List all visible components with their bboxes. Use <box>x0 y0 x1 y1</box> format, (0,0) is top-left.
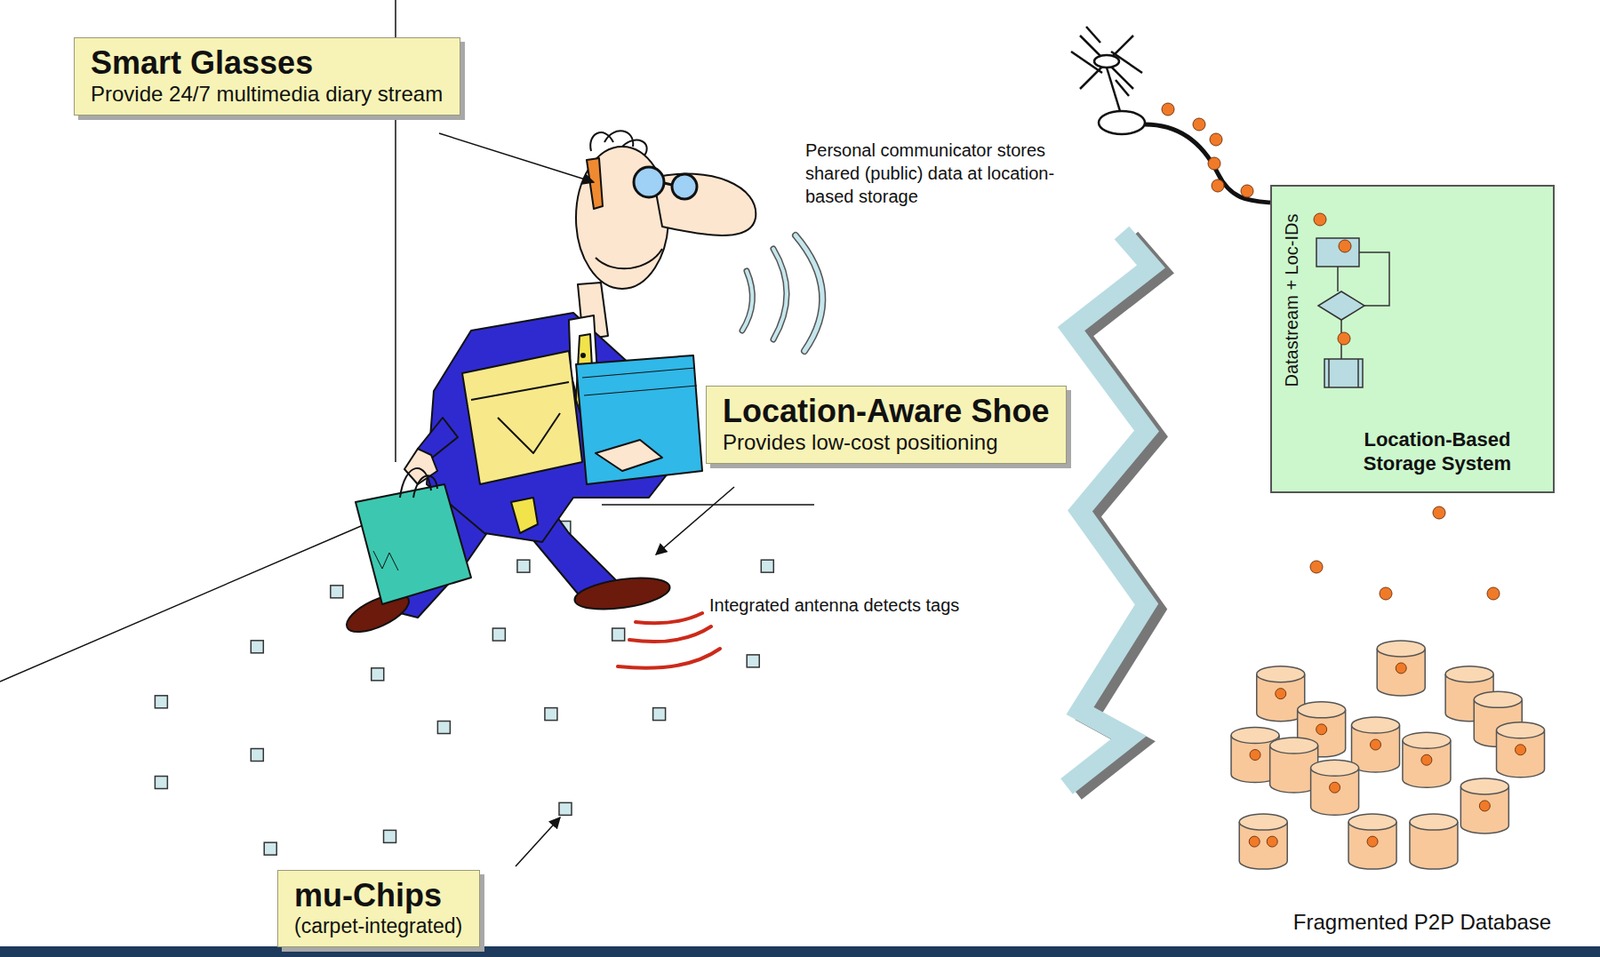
tag-square <box>330 585 344 599</box>
tag-square <box>612 628 625 641</box>
jagged-divider <box>1066 232 1160 792</box>
data-dot <box>1211 179 1224 192</box>
data-dot <box>1379 587 1392 600</box>
database-cylinder <box>1409 814 1458 870</box>
data-dot <box>1240 184 1254 198</box>
data-dot <box>1487 587 1500 600</box>
tag-square <box>492 628 505 641</box>
callout-box: Smart GlassesProvide 24/7 multimedia dia… <box>73 37 461 116</box>
box-text: (carpet-integrated) <box>294 914 464 940</box>
data-dot <box>1161 103 1175 116</box>
data-dot <box>1208 157 1221 170</box>
storage-box: Datastream + Loc-IDsLocation-Based Stora… <box>1270 184 1555 494</box>
box-text: Provide 24/7 multimedia diary stream <box>90 81 444 108</box>
database-cylinder <box>1311 760 1360 816</box>
footer-bar <box>0 946 1600 957</box>
satellite-dish <box>1071 26 1271 203</box>
tag-square <box>746 655 760 668</box>
tag-square <box>544 708 558 721</box>
room-lines <box>0 0 815 682</box>
box-heading: Location-Aware Shoe <box>722 392 1050 431</box>
note-text: Personal communicator stores shared (pub… <box>805 138 1090 208</box>
tag-square <box>264 842 277 856</box>
database-cylinder <box>1376 640 1425 696</box>
database-cylinder <box>1239 814 1288 870</box>
tag-square <box>653 708 666 721</box>
tag-square <box>760 560 774 573</box>
box-heading: Datastream + Loc-IDs <box>1280 213 1303 387</box>
note-text: Integrated antenna detects tags <box>709 593 1012 617</box>
data-dot <box>1209 133 1223 146</box>
tag-square <box>384 830 397 843</box>
database-cylinders <box>1231 640 1544 870</box>
database-cylinder <box>1348 814 1397 870</box>
database-cylinder <box>1496 722 1545 778</box>
tag-square <box>154 776 168 790</box>
data-dot <box>1192 118 1206 131</box>
data-dot <box>1310 560 1323 574</box>
leader-arrows <box>439 133 735 867</box>
tag-square <box>437 721 450 735</box>
box-heading: mu-Chips <box>294 876 464 915</box>
database-cylinder <box>1402 732 1451 788</box>
database-cylinder <box>1352 717 1400 773</box>
database-cylinder <box>1460 778 1509 834</box>
box-text: Location-Based Storage System <box>1339 428 1536 476</box>
tag-square <box>559 802 572 816</box>
tag-square <box>517 560 530 573</box>
caption-text: Fragmented P2P Database <box>1253 908 1592 936</box>
tag-square <box>250 749 264 762</box>
box-text: Provides low-cost positioning <box>722 430 1050 456</box>
callout-box: mu-Chips(carpet-integrated) <box>277 870 480 948</box>
callout-box: Location-Aware ShoeProvides low-cost pos… <box>705 385 1067 464</box>
tag-square <box>250 640 264 654</box>
box-heading: Smart Glasses <box>90 43 444 82</box>
data-dot <box>1432 506 1446 520</box>
person-figure <box>341 130 756 640</box>
tag-square <box>154 696 168 709</box>
tag-square <box>371 668 384 681</box>
